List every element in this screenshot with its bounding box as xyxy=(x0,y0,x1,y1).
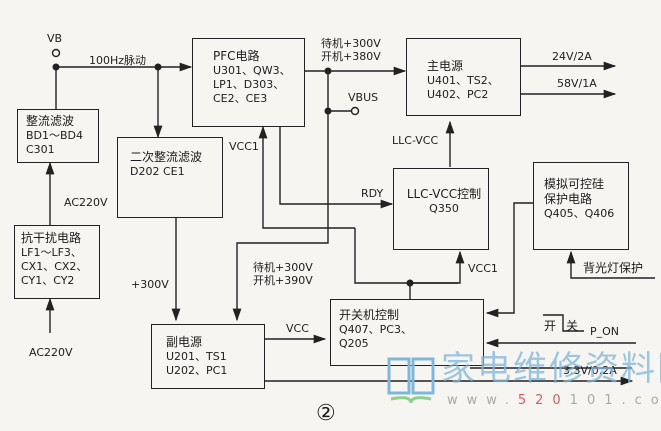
label-switch-on: 开 xyxy=(544,319,557,333)
block-emi-filter: 抗干扰电路 LF1～LF3、 CX1、CX2、 CY1、CY2 xyxy=(14,225,100,299)
node-pulse-split xyxy=(154,63,162,71)
figure-number: ② xyxy=(316,401,336,426)
label-ac220v-top: AC220V xyxy=(64,196,108,209)
block-llc-vcc-control: LLC-VCC控制 Q350 xyxy=(393,168,489,250)
block-scr-protection: 模拟可控硅 保护电路 Q405、Q406 xyxy=(533,162,629,250)
label-llc-vcc: LLC-VCC xyxy=(392,134,439,147)
book-logo-icon xyxy=(387,357,435,404)
block-parts: BD1～BD4 xyxy=(26,129,84,142)
block-rectifier-filter: 整流滤波 BD1～BD4 C301 xyxy=(17,109,99,163)
label-p-on: P_ON xyxy=(590,325,620,338)
block-parts: Q407、PC3、 xyxy=(339,323,412,336)
label-pfc-out-standby: 待机+300V xyxy=(321,37,381,50)
wire-rdy xyxy=(279,127,394,209)
block-title: 主电源 xyxy=(427,59,464,73)
wire-vcc1-to-pfc xyxy=(258,125,355,229)
block-parts: C301 xyxy=(26,143,55,156)
block-title: 开关机控制 xyxy=(339,308,400,322)
block-parts: U201、TS1 xyxy=(166,350,227,363)
block-parts: U401、TS2、 xyxy=(427,74,499,87)
label-backlight-protect: 背光灯保护 xyxy=(583,261,644,275)
block-parts: CY1、CY2 xyxy=(21,274,75,287)
watermark-logo-text: 家电维修资料网 xyxy=(441,349,661,389)
block-power-switch-control: 开关机控制 Q407、PC3、 Q205 xyxy=(330,299,484,366)
switch-symbol xyxy=(543,314,584,332)
block-title: 模拟可控硅 xyxy=(544,177,605,191)
block-parts: LF1～LF3、 xyxy=(21,246,82,259)
label-out-3v3: 3.3V/0.2A xyxy=(563,364,617,377)
label-rdy: RDY xyxy=(361,187,384,200)
label-out-24v: 24V/2A xyxy=(552,50,592,63)
wire-vcc1-to-llc xyxy=(410,250,465,284)
block-parts: LP1、D303、 xyxy=(213,78,285,91)
watermark-url-suffix: 101.com xyxy=(569,393,661,408)
block-parts: D202 CE1 xyxy=(130,165,185,178)
node-vb xyxy=(52,63,60,71)
block-main-psu: 主电源 U401、TS2、 U402、PC2 xyxy=(406,38,521,116)
block-title: PFC电路 xyxy=(213,49,260,63)
block-secondary-rectifier: 二次整流滤波 D202 CE1 xyxy=(117,137,223,218)
block-pfc: PFC电路 U301、QW3、 LP1、D303、 CE2、CE3 xyxy=(192,38,305,127)
block-title: 整流滤波 xyxy=(26,114,75,128)
node-vcc1-switch xyxy=(406,279,414,287)
block-aux-psu: 副电源 U201、TS1 U202、PC1 xyxy=(151,324,265,389)
watermark-url-highlight: 520 xyxy=(517,393,570,408)
watermark-url-prefix: www. xyxy=(447,393,518,408)
block-parts: Q405、Q406 xyxy=(544,207,615,220)
block-parts: U301、QW3、 xyxy=(213,64,291,77)
label-pfc-out-on: 开机+380V xyxy=(321,50,381,63)
terminal-vbus xyxy=(350,106,360,116)
label-vbus: VBUS xyxy=(348,91,379,104)
node-vbus xyxy=(324,107,332,115)
block-title: 二次整流滤波 xyxy=(130,150,203,164)
label-plus300v: +300V xyxy=(131,278,169,291)
block-parts: CX1、CX2、 xyxy=(21,260,88,273)
block-parts: CE2、CE3 xyxy=(213,92,268,105)
block-parts: Q350 xyxy=(429,202,459,215)
label-aux-in-on: 开机+390V xyxy=(253,274,313,287)
block-parts: U402、PC2 xyxy=(427,88,489,101)
wire-backlight-protect xyxy=(566,250,655,279)
label-aux-in-standby: 待机+300V xyxy=(253,261,313,274)
node-pfc-out xyxy=(324,67,332,75)
block-title: 抗干扰电路 xyxy=(21,231,82,245)
label-switch-off: 关 xyxy=(566,319,579,333)
label-vb: VB xyxy=(47,32,63,45)
label-vcc1-pfc: VCC1 xyxy=(229,140,259,153)
block-parts: Q205 xyxy=(339,337,369,350)
label-vcc1-llc: VCC1 xyxy=(468,262,498,275)
label-vcc: VCC xyxy=(286,322,309,335)
label-ac220v-bottom: AC220V xyxy=(29,346,73,359)
block-title: LLC-VCC控制 xyxy=(406,187,482,201)
terminal-vb xyxy=(51,48,61,58)
watermark-url: www.520101.com xyxy=(447,393,661,408)
block-title: 副电源 xyxy=(166,335,203,349)
block-title-line2: 保护电路 xyxy=(544,192,593,206)
block-parts: U202、PC1 xyxy=(166,364,228,377)
label-out-58v: 58V/1A xyxy=(557,77,597,90)
wire-pfc-to-aux xyxy=(232,118,329,322)
wire-scr-to-switch xyxy=(485,202,533,318)
label-100hz-pulse: 100Hz脉动 xyxy=(89,54,147,67)
